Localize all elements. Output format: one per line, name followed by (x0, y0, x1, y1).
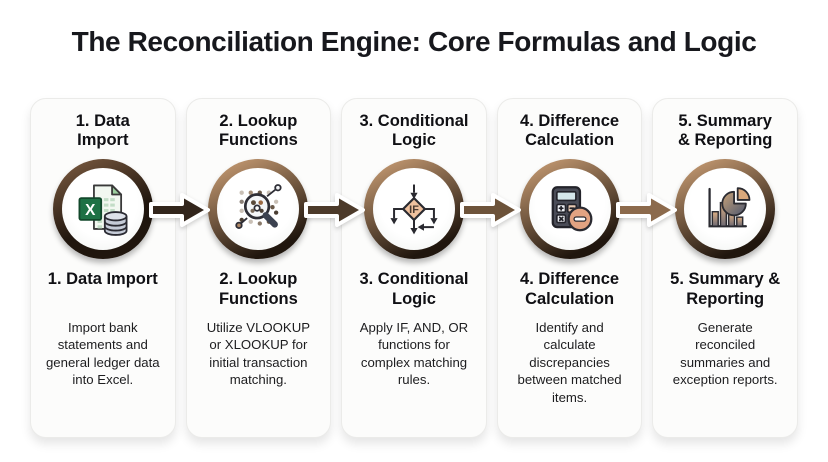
if-flowchart-icon: IF (390, 184, 438, 235)
step-icon-ring (208, 159, 309, 259)
flow-arrow-3 (460, 193, 521, 227)
flow-arrow-4 (616, 193, 677, 227)
calculator-minus-icon (551, 186, 593, 232)
step-description: Apply IF, AND, OR functions for complex … (359, 320, 469, 388)
step-icon-ring (519, 159, 620, 259)
flow-arrow-1 (149, 193, 210, 227)
step-card-conditional-logic: 3. Conditional Logic (341, 98, 487, 438)
step-icon-ring: IF (363, 159, 464, 259)
step-icon-disc: IF (372, 168, 455, 250)
excel-database-icon: X (78, 184, 128, 236)
step-mid-title: 2. Lookup Functions (218, 270, 298, 309)
step-card-lookup-functions: 2. Lookup Functions (185, 98, 332, 438)
step-icon-disc (217, 168, 300, 250)
steps-row: 1. Data Import (30, 98, 798, 438)
step-mid-title: 4. Difference Calculation (520, 270, 620, 309)
if-glyph: IF (409, 204, 419, 216)
flow-arrow-2 (304, 193, 365, 227)
bar-pie-chart-icon (708, 187, 751, 228)
step-description: Identify and calculate discrepancies bet… (517, 320, 622, 405)
step-icon-ring: X (52, 159, 153, 259)
step-card-summary-reporting: 5. Summary & Reporting (652, 98, 798, 438)
magnifier-data-icon (235, 184, 282, 229)
step-top-title: 2. Lookup Functions (218, 112, 298, 150)
step-mid-title: 1. Data Import (47, 270, 158, 288)
step-icon-disc: X (61, 168, 144, 250)
step-description: Generate reconciled summaries and except… (672, 320, 778, 388)
step-icon-disc (528, 168, 611, 250)
step-icon-ring (675, 159, 776, 259)
step-description: Utilize VLOOKUP or XLOOKUP for initial t… (206, 320, 311, 388)
step-icon-disc (684, 168, 767, 250)
step-top-title: 1. Data Import (75, 112, 130, 150)
step-card-difference-calculation: 4. Difference Calculation (496, 98, 643, 438)
step-mid-title: 3. Conditional Logic (359, 270, 469, 309)
excel-x-glyph: X (85, 202, 96, 219)
step-top-title: 3. Conditional Logic (359, 112, 469, 150)
page-title: The Reconciliation Engine: Core Formulas… (71, 26, 757, 57)
step-card-data-import: 1. Data Import (30, 98, 176, 438)
step-top-title: 4. Difference Calculation (520, 112, 620, 150)
step-description: Import bank statements and general ledge… (45, 320, 160, 388)
step-mid-title: 5. Summary & Reporting (670, 270, 781, 309)
step-top-title: 5. Summary & Reporting (677, 112, 773, 150)
